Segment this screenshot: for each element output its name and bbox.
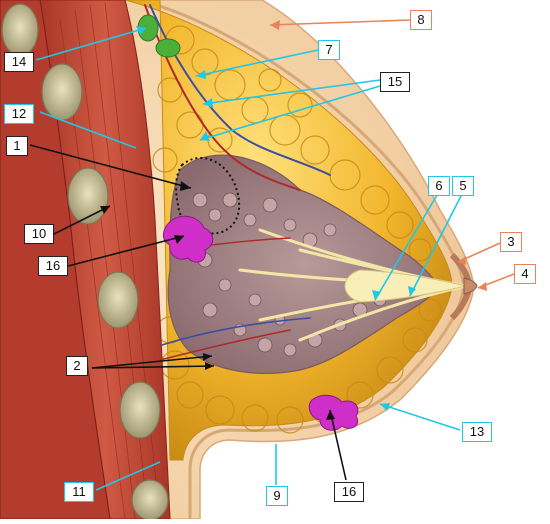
label-14: 14 — [4, 52, 34, 72]
nipple — [463, 277, 478, 295]
leader-14 — [35, 27, 147, 61]
label-2: 2 — [66, 356, 88, 376]
tumor-lower — [308, 394, 359, 431]
leader-12 — [39, 111, 137, 149]
tumor-upper — [163, 215, 214, 263]
label-12: 12 — [4, 104, 34, 124]
gland-texture — [192, 192, 387, 357]
leader-15a — [202, 79, 381, 105]
leader-13 — [379, 403, 461, 431]
lobule-outline — [175, 156, 241, 235]
glandular-lobes — [167, 154, 441, 374]
label-6: 6 — [428, 176, 450, 196]
label-10: 10 — [24, 224, 54, 244]
label-1: 1 — [6, 136, 28, 156]
label-11: 11 — [64, 482, 94, 502]
label-4: 4 — [514, 264, 536, 284]
label-13: 13 — [462, 422, 492, 442]
label-5: 5 — [452, 176, 474, 196]
leader-11 — [95, 461, 161, 491]
leader-2a — [91, 355, 213, 369]
label-16-lower: 16 — [334, 482, 364, 502]
leader-16b — [329, 409, 347, 481]
label-7: 7 — [318, 40, 340, 60]
label-9: 9 — [266, 486, 288, 506]
label-8: 8 — [410, 10, 432, 30]
leader-5 — [409, 193, 463, 297]
arrowheads — [100, 20, 487, 420]
label-15: 15 — [380, 72, 410, 92]
leader-7 — [195, 49, 319, 77]
leader-lines — [29, 19, 515, 491]
leader-15b — [199, 85, 381, 141]
label-16-upper: 16 — [38, 256, 68, 276]
leader-10 — [53, 205, 111, 235]
leader-16a — [67, 235, 185, 267]
leader-8 — [269, 19, 411, 26]
leader-2b — [91, 365, 215, 369]
leader-6 — [374, 189, 441, 301]
label-3: 3 — [500, 232, 522, 252]
leader-1 — [29, 144, 192, 189]
